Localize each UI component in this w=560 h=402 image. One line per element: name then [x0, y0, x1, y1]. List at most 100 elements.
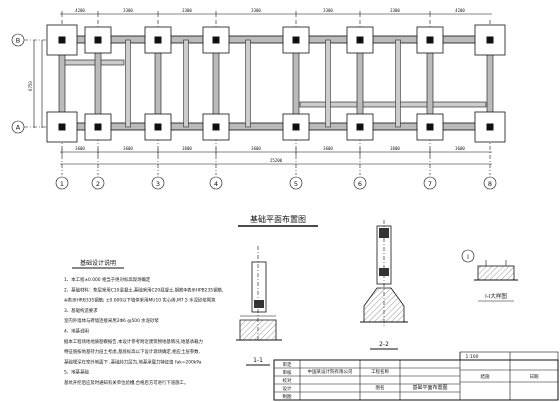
axis-label-3: 3	[156, 180, 160, 188]
axis-bubble-b	[11, 33, 25, 47]
column-b-7	[426, 36, 434, 44]
detail-drawing: I I-I大样图	[461, 249, 518, 302]
vbeam-inner-2	[183, 39, 189, 128]
axis-bubble-4	[209, 176, 223, 190]
dim-top-2: 3300	[123, 8, 133, 13]
vbeam-inner-4	[325, 39, 331, 128]
axis-label-b: B	[16, 37, 20, 45]
axis-bubble-8	[483, 176, 497, 190]
section-1-1: 1-1	[236, 246, 282, 366]
vbeam-inner-1	[125, 39, 131, 128]
dim-top-4: 3300	[251, 8, 261, 13]
detail-marker: I	[467, 254, 469, 261]
tb-row-review: 审核	[283, 369, 292, 376]
column-b-2	[94, 36, 102, 44]
tb-row-design: 设计	[283, 385, 292, 392]
tb-drawing-name: 基础平面布置图	[412, 384, 447, 391]
axis-bubble-3	[151, 176, 165, 190]
note-line-9: 基础埋深在室外地面下 ,基础持力层为,地基承载力特征值 fak=200kPa	[64, 358, 202, 365]
dim-bottom-7: 3600	[455, 146, 465, 151]
dim-bottom-3: 3600	[182, 146, 192, 151]
dim-top-5: 3300	[323, 8, 333, 13]
dim-bottom-5: 3600	[323, 146, 333, 151]
design-notes: 1、本工程±0.000 相当于绝对标高现场确定 2、基础材料：垫层采用C10混凝土…	[64, 276, 223, 386]
column-b-6	[356, 36, 364, 44]
column-a-4	[212, 123, 220, 131]
footing-b-2	[84, 26, 112, 54]
note-line-11: 基坑开挖后应及时通知有关单位验槽,合格后方可进行下道施工。	[64, 379, 188, 386]
tb-scale: 1:100	[466, 354, 479, 360]
dim-top-6: 3300	[390, 8, 400, 13]
note-line-8: 特征值按地基持力层土考虑,基底标高以下设计现场确定,相应土层参数,	[64, 348, 200, 355]
tb-sheet-no: 结施	[481, 373, 490, 380]
dim-bottom-1: 3600	[75, 146, 85, 151]
note-line-6: 4、地基说明	[64, 328, 89, 335]
axis-label-6: 6	[358, 180, 362, 188]
column-a-3	[154, 123, 162, 131]
dim-total: 25200	[270, 158, 283, 163]
column-b-4	[212, 36, 220, 44]
axis-bubbles: 1 2 3 4 5 6 7 8 B A	[11, 33, 497, 190]
axis-label-a: A	[16, 124, 21, 132]
tb-row-check: 校对	[283, 377, 292, 384]
axis-bubble-6	[353, 176, 367, 190]
dimension-texts: 4200 3600 3300 3600 3300 3600 3300 3600 3300 3600…	[28, 8, 465, 163]
column-a-1	[58, 123, 66, 131]
title-block	[273, 351, 559, 401]
column-a-7	[426, 123, 434, 131]
section-2-2: 2-2	[360, 220, 408, 350]
note-line-10: 5、地基基础	[64, 369, 89, 376]
plan-title: 基础平面布置图	[250, 214, 306, 224]
column-a-5	[292, 123, 300, 131]
tb-company: 中国某设计院有限公司	[308, 368, 353, 375]
column-a-6	[356, 123, 364, 131]
dim-top-3: 3300	[182, 8, 192, 13]
axis-bubble-2	[91, 176, 105, 190]
column-b-3	[154, 36, 162, 44]
note-line-3: ⊕表示HRB335钢筋; ±0.000以下墙体采用MU10 实心砖,M7.5 水…	[64, 297, 216, 304]
beam-inner-1	[63, 59, 125, 66]
note-line-2: 2、基础材料：垫层采用C10混凝土,基础采用C20混凝土,钢筋Φ表示HPB235…	[64, 286, 223, 293]
footing-pads	[46, 24, 506, 143]
dim-bottom-4: 3600	[251, 146, 261, 151]
vbeam-inner-5	[395, 39, 401, 128]
axis-bubble-5	[289, 176, 303, 190]
axis-bubble-1	[55, 176, 69, 190]
footing-a-2	[84, 113, 112, 141]
section-2-2-label: 2-2	[379, 341, 389, 348]
vbeam-inner-3	[245, 39, 251, 128]
axis-bubble-a	[11, 120, 25, 134]
note-line-7: 据本工程场地地质勘察报告,本设计参考附近建筑物地基情况,地基承载力	[64, 338, 203, 345]
tb-drawing-label: 图名	[376, 384, 385, 391]
title-block-texts: 审定 审核 校对 设计 制图 中国某设计院有限公司 工程名称 图名 基础平面布置…	[283, 354, 539, 400]
dim-left-main: 6750	[28, 81, 33, 91]
tb-row-approve: 审定	[283, 361, 292, 368]
note-line-5: 室内外墙体与砖墙连接采用2Φ6 @500 水泥砂浆	[64, 317, 159, 324]
axis-label-2: 2	[96, 180, 100, 188]
column-a-2	[94, 123, 102, 131]
dim-bottom-2: 3600	[123, 146, 133, 151]
axis-label-1: 1	[60, 180, 64, 188]
tb-row-draw: 制图	[283, 393, 292, 400]
note-line-1: 1、本工程±0.000 相当于绝对标高现场确定	[64, 276, 151, 283]
column-b-1	[58, 36, 66, 44]
axis-label-5: 5	[294, 180, 298, 188]
tb-project-label: 工程名称	[371, 368, 389, 375]
notes-title: 基础设计说明	[80, 259, 116, 267]
axis-label-4: 4	[214, 180, 218, 188]
axis-bubble-7	[423, 176, 437, 190]
detail-title: I-I大样图	[485, 292, 507, 300]
axis-label-8: 8	[488, 180, 492, 188]
note-line-4: 3、基础构造要求	[64, 307, 98, 314]
beam-inner-2	[299, 101, 487, 108]
column-b-8	[486, 36, 494, 44]
dim-top-7: 4200	[455, 8, 465, 13]
axis-label-7: 7	[428, 180, 432, 188]
dim-top-1: 4200	[75, 8, 85, 13]
tb-date-label: 日期	[530, 374, 539, 380]
column-b-5	[292, 36, 300, 44]
section-1-1-label: 1-1	[253, 357, 263, 364]
column-a-8	[486, 123, 494, 131]
dimension-lines	[33, 13, 492, 165]
